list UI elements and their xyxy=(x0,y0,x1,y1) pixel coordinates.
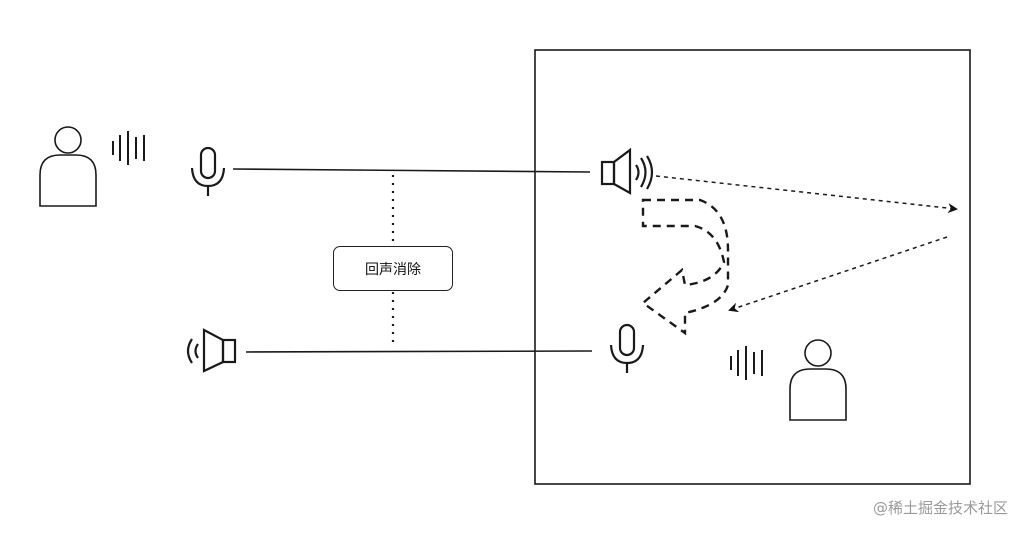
left-speaker-icon xyxy=(186,328,237,373)
incoming-signal-line xyxy=(245,350,593,353)
outgoing-signal-line xyxy=(232,168,591,173)
right-voice-wave-icon xyxy=(730,346,763,380)
left-microphone-icon xyxy=(190,146,226,196)
left-person-icon xyxy=(39,126,97,207)
left-voice-wave-icon xyxy=(112,131,145,165)
room-boundary xyxy=(534,49,971,485)
watermark: @稀土掘金技术社区 xyxy=(872,499,1008,517)
sound-to-wall-arrow xyxy=(655,175,958,214)
right-microphone-icon xyxy=(609,323,645,373)
reflection-arrow xyxy=(728,236,948,313)
echo-cancellation-box: 回声消除 xyxy=(333,246,453,291)
direct-echo-arrow xyxy=(641,198,730,336)
right-person-icon xyxy=(789,339,847,421)
right-speaker-icon xyxy=(600,147,654,195)
